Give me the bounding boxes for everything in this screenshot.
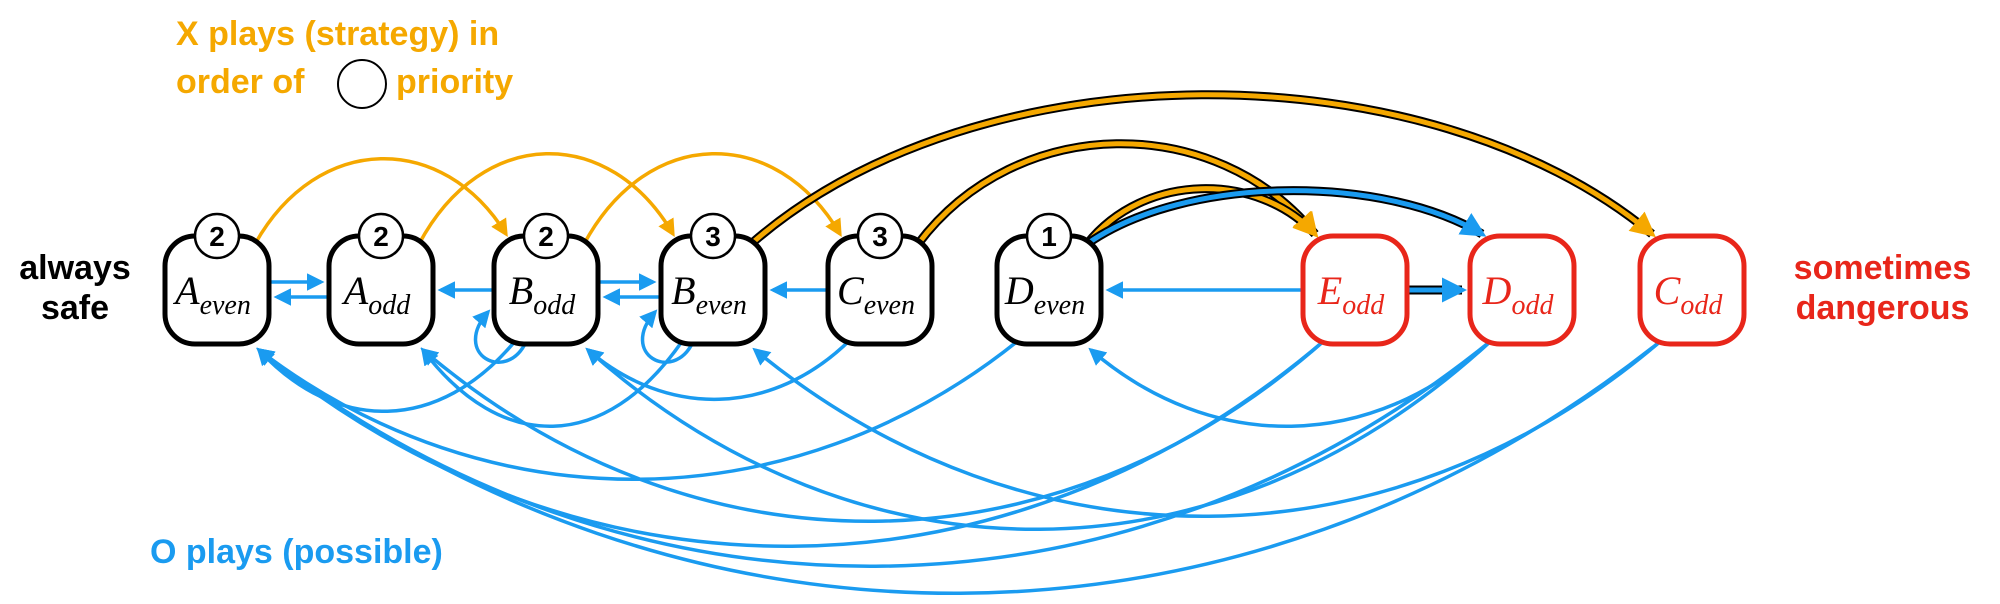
node-label: Ceven: [837, 268, 915, 321]
edge-line: [417, 152, 675, 245]
edge-Beven-to-Beven: [639, 309, 695, 364]
node-subscript: odd: [1680, 290, 1723, 321]
node-letter: A: [341, 268, 369, 313]
priority-number: 3: [705, 221, 721, 252]
node-subscript: odd: [1342, 290, 1385, 321]
node-subscript: even: [1034, 290, 1085, 321]
node-label: Deven: [1004, 268, 1085, 321]
priority-badge: 2: [522, 212, 570, 260]
edge-Bodd-to-Bodd: [472, 309, 528, 364]
edge-line: [752, 338, 1664, 518]
priority-number: 2: [538, 221, 554, 252]
node-letter: A: [172, 268, 200, 313]
node-subscript: odd: [533, 290, 576, 321]
node-subscript: even: [200, 290, 251, 321]
node-label: Eodd: [1317, 268, 1385, 321]
node-Aeven: Aeven 2: [162, 212, 272, 347]
node-subscript: odd: [368, 290, 411, 321]
edge-Aeven-to-Bodd: [253, 157, 508, 245]
edge-line: [1085, 188, 1487, 247]
priority-badge: 2: [357, 212, 405, 260]
node-Dodd: Dodd: [1467, 233, 1577, 347]
node-subscript: even: [696, 290, 747, 321]
edges-layer: [253, 90, 1664, 595]
edge-Deven-to-Eodd: [1083, 184, 1319, 247]
x-plays-title-line1: X plays (strategy) in: [176, 15, 500, 53]
x-plays-title-line2-pre: order of: [176, 63, 305, 101]
always-safe-line2: safe: [40, 289, 110, 327]
always-safe-label: always safe: [0, 248, 150, 328]
edge-Codd-to-Aeven: [256, 338, 1664, 595]
priority-badge: 1: [1025, 212, 1073, 260]
node-label: Aodd: [341, 268, 411, 321]
edge-Beven-to-Aodd: [420, 339, 685, 428]
priority-number: 2: [209, 221, 225, 252]
edge-line: [639, 309, 695, 364]
edge-Bodd-to-Aeven: [256, 338, 518, 414]
node-label: Beven: [671, 268, 747, 321]
edge-line: [253, 157, 508, 245]
edge-line: [1085, 186, 1319, 246]
edge-Deven-to-Dodd: [1084, 186, 1487, 248]
x-plays-title-line2-post: priority: [396, 63, 514, 101]
node-Bodd: Bodd 2: [491, 212, 601, 347]
node-letter: D: [1482, 268, 1512, 313]
node-label: Aeven: [172, 268, 251, 321]
sometimes-dangerous-line2: dangerous: [1795, 289, 1970, 327]
node-Beven: Beven 3: [658, 212, 768, 347]
priority-number: 2: [373, 221, 389, 252]
edge-Codd-to-Beven: [752, 338, 1664, 518]
node-box: [1637, 233, 1747, 347]
edge-line: [585, 338, 1494, 532]
node-letter: C: [1654, 268, 1682, 313]
node-letter: B: [509, 268, 533, 313]
priority-badge: 3: [856, 212, 904, 260]
node-letter: D: [1004, 268, 1034, 313]
legend-priority-circle-icon: [337, 59, 387, 109]
node-letter: B: [671, 268, 695, 313]
edge-line: [256, 338, 518, 414]
edge-line: [256, 338, 1664, 595]
node-Eodd: Eodd: [1300, 233, 1410, 347]
edge-line: [749, 92, 1656, 246]
priority-number: 3: [872, 221, 888, 252]
always-safe-line1: always: [19, 249, 131, 287]
edge-line: [1088, 338, 1494, 429]
edge-line: [585, 338, 852, 401]
node-Deven: Deven 1: [994, 212, 1104, 347]
node-subscript: even: [864, 290, 915, 321]
priority-badge: 2: [193, 212, 241, 260]
node-Aodd: Aodd 2: [326, 212, 436, 347]
edge-Dodd-to-Bodd: [585, 338, 1494, 532]
node-Ceven: Ceven 3: [825, 212, 935, 347]
sometimes-dangerous-label: sometimes dangerous: [1765, 248, 2000, 328]
edge-Aodd-to-Beven: [417, 152, 675, 245]
node-label: Codd: [1654, 268, 1724, 321]
node-letter: E: [1317, 268, 1342, 313]
edge-Ceven-to-Bodd: [585, 338, 852, 401]
priority-number: 1: [1041, 221, 1057, 252]
edge-Dodd-to-Deven: [1088, 338, 1494, 429]
o-plays-label: O plays (possible): [150, 533, 443, 571]
node-subscript: odd: [1511, 290, 1554, 321]
node-Codd: Codd: [1637, 233, 1747, 347]
edge-line: [420, 339, 685, 428]
node-box: [1467, 233, 1577, 347]
node-label: Bodd: [509, 268, 576, 321]
node-letter: C: [837, 268, 865, 313]
node-label: Dodd: [1482, 268, 1555, 321]
node-box: [1300, 233, 1410, 347]
edge-line: [472, 309, 528, 364]
sometimes-dangerous-line1: sometimes: [1793, 249, 1972, 287]
edge-Beven-to-Codd: [748, 90, 1656, 248]
priority-badge: 3: [689, 212, 737, 260]
